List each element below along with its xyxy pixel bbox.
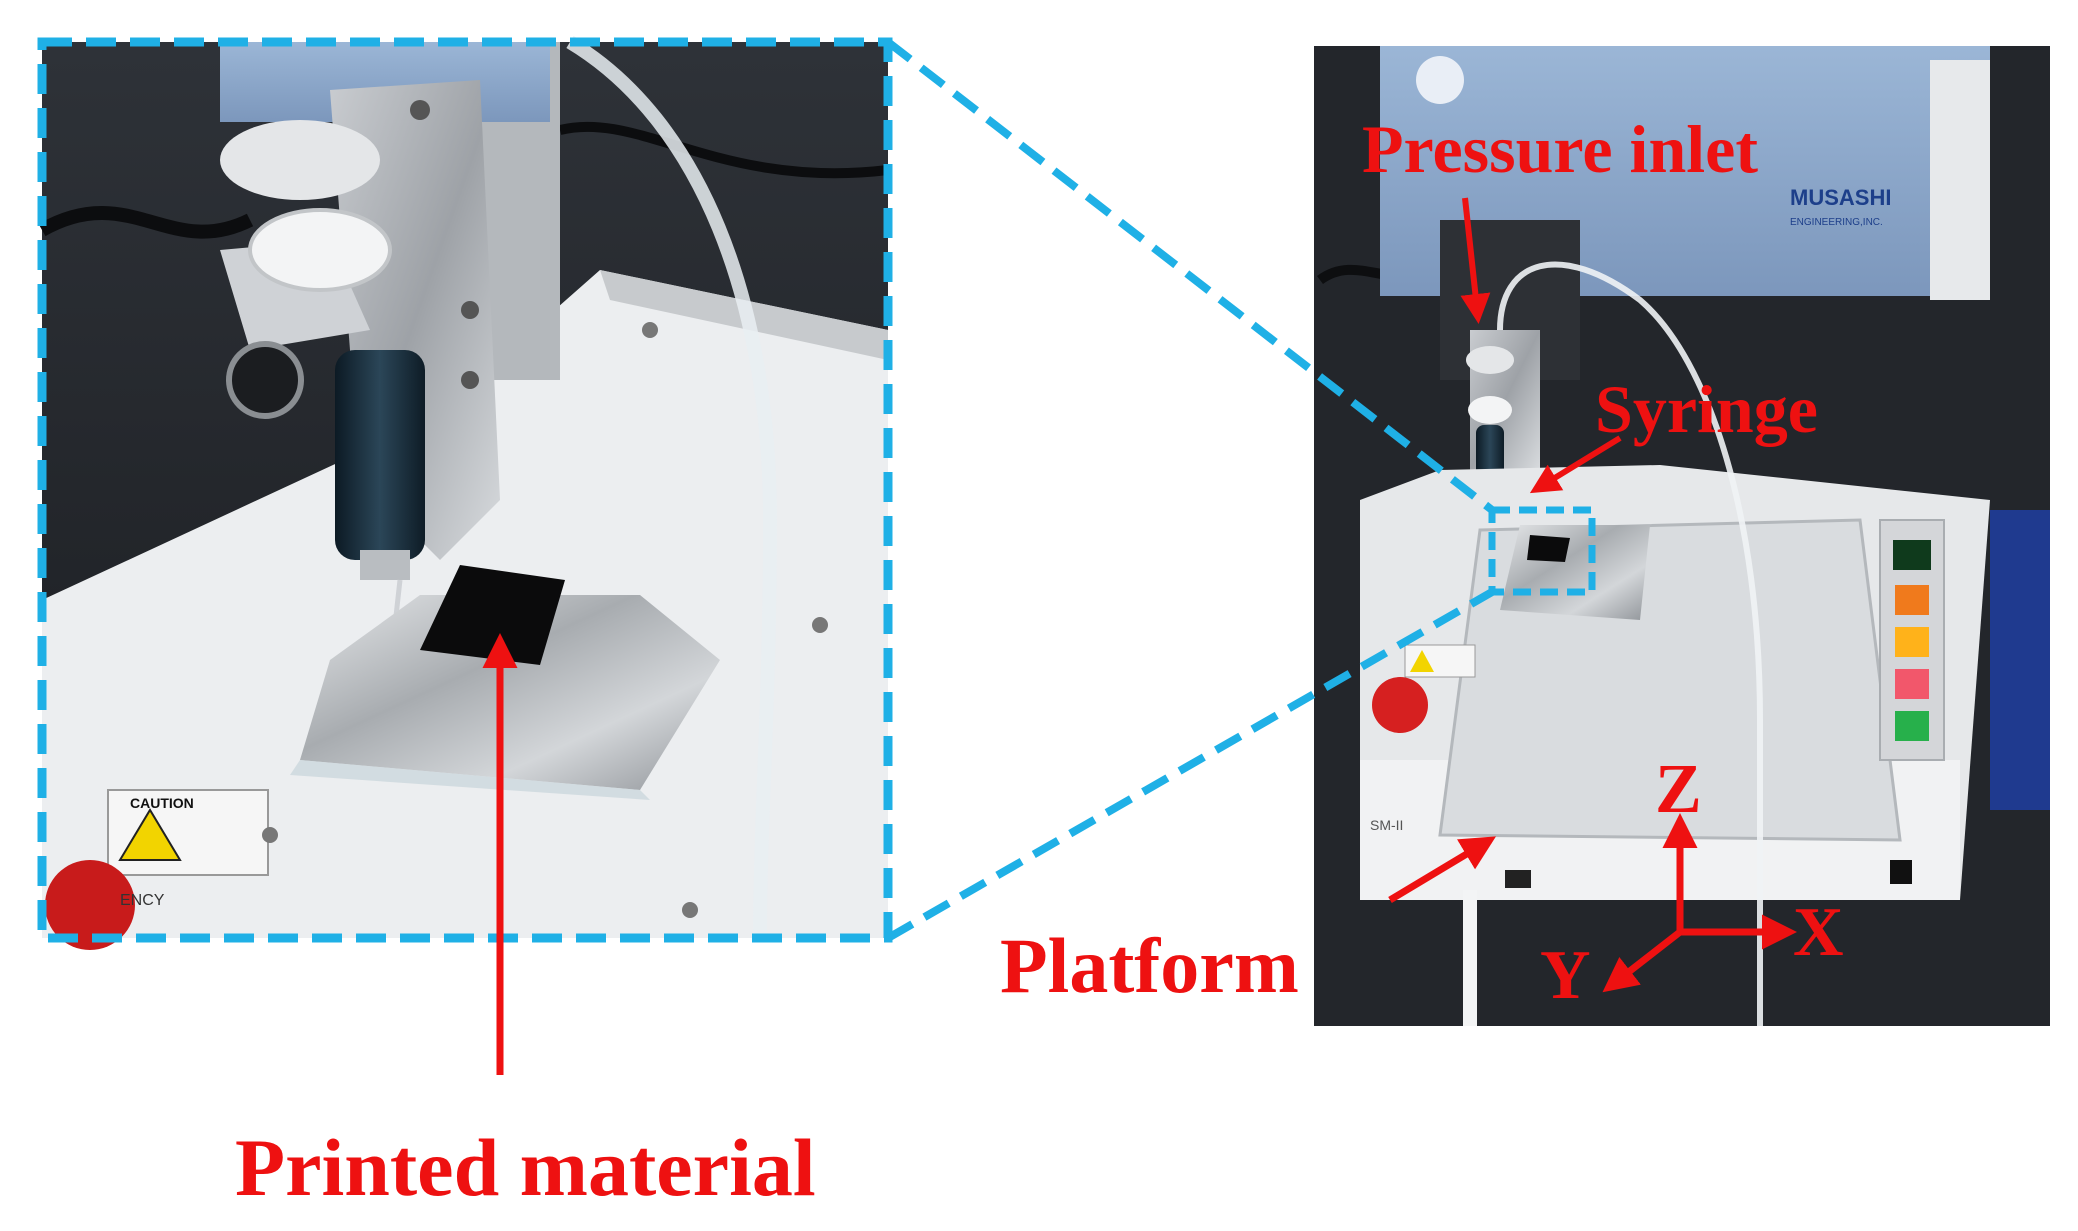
power-switch	[1890, 860, 1912, 884]
emergency-label: ENCY	[120, 892, 165, 909]
platform-label: Platform	[1000, 922, 1299, 1009]
button-orange	[1895, 585, 1929, 615]
gantry-side-panel	[1930, 60, 1990, 300]
syringe-arrow	[1529, 435, 1622, 494]
y-axis-arrow	[1602, 929, 1683, 993]
plate-screw	[461, 301, 479, 319]
printed-material-label: Printed material	[235, 1122, 816, 1213]
background-cable	[558, 121, 889, 179]
foil-substrate	[1500, 525, 1650, 620]
glass-slide	[290, 760, 650, 800]
pressure-inlet-arrow	[1460, 197, 1491, 324]
emergency-stop-button	[45, 860, 135, 950]
syringe-collar	[1468, 396, 1512, 424]
platform-screw	[682, 902, 698, 918]
pressure-inlet-label: Pressure inlet	[1362, 111, 1758, 187]
pressure-knob	[226, 341, 304, 419]
zoom-source-box	[1488, 506, 1596, 596]
plate-screw	[410, 100, 430, 120]
background-equipment	[1990, 510, 2050, 810]
brand-subtitle: ENGINEERING,INC.	[1790, 217, 1883, 228]
caution-text: CAUTION	[130, 795, 194, 811]
syringe-label: Syringe	[1595, 371, 1818, 447]
platform-screw	[642, 322, 658, 338]
platform-screw	[262, 827, 278, 843]
pressure-tube	[566, 36, 778, 939]
button-green	[1895, 711, 1929, 741]
emergency-stop-button	[1372, 677, 1428, 733]
usb-port	[1505, 870, 1531, 888]
platform-screw	[812, 617, 828, 633]
zoomed-photo: CAUTION ENCY	[38, 36, 889, 950]
syringe-cap	[220, 120, 380, 200]
zoom-connector-top	[885, 38, 1495, 514]
caution-triangle	[118, 808, 182, 861]
model-label: SM-II	[1370, 817, 1403, 833]
foil-substrate	[300, 595, 720, 790]
y-axis-label: Y	[1540, 937, 1591, 1014]
status-display	[1893, 540, 1931, 570]
syringe-collar	[248, 208, 392, 292]
button-yellow	[1895, 627, 1929, 657]
axis-gizmo: Z X Y	[1540, 751, 1844, 1014]
platform-arrow	[1388, 836, 1497, 904]
background-cable	[38, 206, 254, 239]
caution-sticker	[1404, 644, 1476, 678]
zoom-frame	[37, 37, 893, 943]
device-photo: MUSASHI ENGINEERING,INC. SM-II	[1314, 46, 2050, 1026]
brand-logo: MUSASHI	[1790, 185, 1891, 210]
caution-triangle	[1410, 650, 1434, 672]
metal-column	[470, 42, 560, 380]
printed-material-sample	[420, 565, 565, 665]
plate-screw	[461, 371, 479, 389]
syringe-cap	[1466, 346, 1514, 374]
zoom-connector-bottom	[886, 588, 1494, 942]
pressure-tube	[1497, 261, 1764, 1026]
z-axis-label: Z	[1655, 751, 1702, 828]
x-axis-label: X	[1793, 894, 1844, 971]
syringe-nozzle-holder	[360, 550, 410, 580]
printed-material-sample	[1527, 535, 1570, 562]
syringe-barrel	[335, 350, 425, 560]
brand-emblem	[1416, 56, 1464, 104]
button-red	[1895, 669, 1929, 699]
